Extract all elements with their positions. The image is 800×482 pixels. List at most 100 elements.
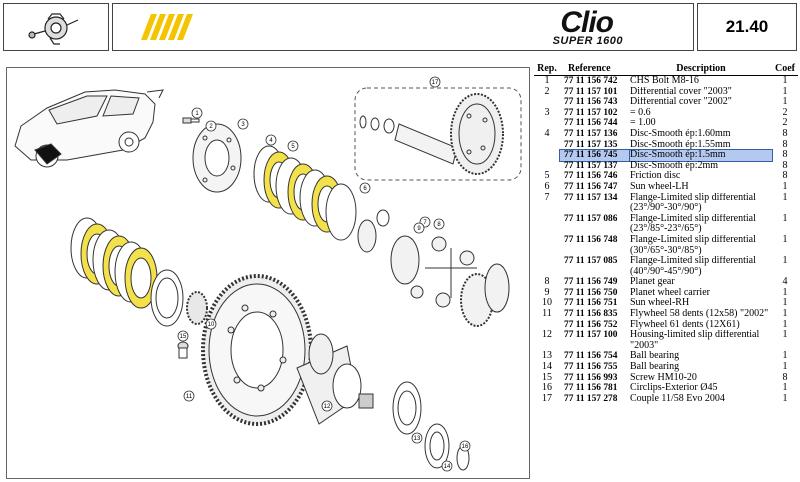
callout-label: 17 [432, 80, 439, 86]
cell-description: CHS Bolt M8-16 [630, 76, 699, 86]
cell-reference: 77 11 156 754 [564, 351, 618, 362]
callout-label: 9 [417, 226, 421, 232]
cell-rep [534, 203, 560, 214]
cell-description: Flange-Limited slip differential [630, 192, 756, 203]
callout-circle [321, 400, 333, 412]
callout-circle [287, 140, 299, 152]
table-row[interactable]: (30°/65°-30°/85°) [534, 246, 798, 257]
cell-coef: 1 [782, 392, 788, 404]
cell-rep: 8 [544, 276, 550, 288]
cell-rep: 9 [544, 286, 550, 298]
cell-rep [534, 235, 560, 246]
cell-reference [560, 203, 630, 214]
cell-description: Flange-Limited slip differential [630, 256, 756, 267]
cell-description: Sun wheel-RH [630, 298, 690, 309]
cell-rep: 13 [542, 350, 552, 362]
callout-label: 1 [195, 111, 199, 117]
callout-circle [413, 222, 425, 234]
table-row[interactable]: (23°/85°-23°/65°) [534, 224, 798, 235]
cell-rep [534, 214, 560, 225]
cell-reference: 77 11 156 747 [564, 181, 618, 192]
callout-label: 3 [241, 122, 245, 128]
cell-reference: 77 11 157 100 [564, 330, 618, 341]
cell-coef: 1 [782, 75, 788, 86]
cell-reference: 77 11 156 746 [564, 171, 618, 182]
cell-coef: 1 [782, 382, 788, 394]
cell-description: Differential cover "2002" [630, 97, 732, 108]
table-row[interactable]: (40°/90°-45°/90°) [534, 267, 798, 278]
callout-circle [205, 120, 217, 132]
table-row[interactable]: "2003" [534, 341, 798, 352]
cell-description: Ball bearing [630, 362, 680, 373]
callout-circle [177, 330, 189, 342]
cell-reference: 77 11 157 136 [564, 128, 618, 139]
differential-cover [192, 123, 242, 193]
callout-circle [359, 182, 371, 194]
cell-rep [534, 140, 560, 151]
cell-rep [534, 150, 560, 161]
couple-gear-illustration [359, 93, 504, 175]
cell-rep: 1 [544, 75, 550, 86]
callout-label: 2 [209, 124, 213, 130]
col-rep-header: Rep. [537, 63, 557, 74]
cell-description: Planet wheel carrier [630, 287, 710, 298]
cell-reference: 77 11 157 278 [564, 393, 618, 404]
callout-label: 15 [180, 334, 187, 340]
cell-description: (23°/90°-30°/90°) [630, 203, 702, 214]
callout-label: 6 [363, 186, 367, 192]
table-row[interactable]: (23°/90°-30°/90°) [534, 203, 798, 214]
cell-rep: 10 [542, 297, 552, 309]
cell-description: Couple 11/58 Evo 2004 [630, 393, 725, 404]
cell-coef: 1 [782, 85, 788, 97]
cell-reference: 77 11 157 086 [564, 213, 618, 224]
cell-coef: 8 [782, 159, 788, 171]
car-illustration-icon [14, 89, 164, 168]
callout-circle [459, 440, 471, 452]
cell-coef: 1 [782, 233, 788, 245]
callout-label: 16 [462, 444, 469, 450]
cell-reference: 77 11 156 750 [564, 287, 618, 298]
sun-wheel-rh [186, 291, 208, 325]
cell-description: (23°/85°-23°/65°) [630, 224, 702, 235]
callout-label: 13 [414, 436, 421, 442]
cell-description: Screw HM10-20 [630, 372, 697, 383]
cell-coef: 1 [782, 96, 788, 108]
callout-label: 11 [186, 394, 193, 400]
cell-description: Flange-Limited slip differential [630, 234, 756, 245]
cell-coef: 1 [782, 308, 788, 320]
cell-reference: 77 11 156 755 [564, 362, 618, 373]
cell-reference: 77 11 156 745 [559, 149, 631, 162]
cell-rep: 15 [542, 371, 552, 383]
cell-reference [560, 341, 630, 352]
cell-description: Differential cover "2003" [630, 86, 732, 97]
cell-description: Planet gear [630, 277, 675, 288]
